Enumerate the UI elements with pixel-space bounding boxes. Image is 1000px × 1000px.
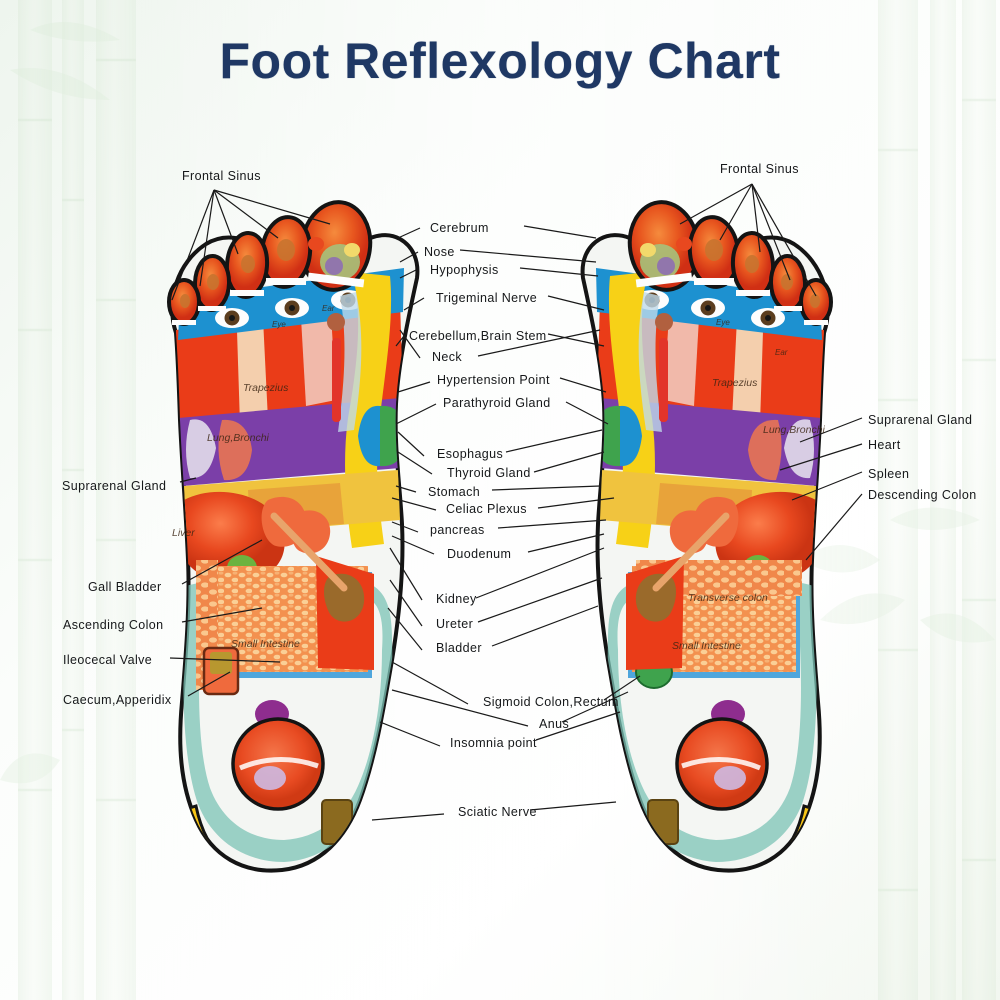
label-ileocecal-valve: Ileocecal Valve bbox=[63, 653, 153, 667]
label-gall-bladder: Gall Bladder bbox=[88, 580, 162, 594]
label-hypertension-point: Hypertension Point bbox=[437, 373, 550, 387]
label-anus: Anus bbox=[539, 717, 570, 731]
inner-label-lung-bronchi-right: Lung,Bronchi bbox=[763, 424, 825, 436]
left-foot-graphic[interactable] bbox=[167, 198, 420, 914]
label-insomnia-point: Insomnia point bbox=[450, 736, 537, 750]
inner-label-trapezius-left: Trapezius bbox=[243, 382, 289, 394]
label-parathyroid-gland: Parathyroid Gland bbox=[443, 396, 551, 410]
label-nose: Nose bbox=[424, 245, 455, 259]
label-neck: Neck bbox=[432, 350, 463, 364]
label-frontal-sinus-right: Frontal Sinus bbox=[720, 162, 799, 176]
inner-label-ear-left: Ear bbox=[322, 304, 335, 313]
label-descending-colon: Descending Colon bbox=[868, 488, 977, 502]
inner-label-eye-right: Eye bbox=[716, 318, 730, 327]
inner-label-lung-bronchi-left: Lung,Bronchi bbox=[207, 432, 269, 444]
label-bladder: Bladder bbox=[436, 641, 482, 655]
label-ureter: Ureter bbox=[436, 617, 474, 631]
label-esophagus: Esophagus bbox=[437, 447, 504, 461]
label-hypophysis: Hypophysis bbox=[430, 263, 499, 277]
label-sigmoid-colon-rectum: Sigmoid Colon,Rectum bbox=[483, 695, 619, 709]
inner-label-ear-right: Ear bbox=[775, 348, 788, 357]
label-suprarenal-gland-right: Suprarenal Gland bbox=[868, 413, 973, 427]
inner-label-eye-left: Eye bbox=[272, 320, 286, 329]
label-kidney: Kidney bbox=[436, 592, 477, 606]
label-suprarenal-gland-left: Suprarenal Gland bbox=[62, 479, 167, 493]
label-frontal-sinus-left: Frontal Sinus bbox=[182, 169, 261, 183]
right-foot-graphic[interactable] bbox=[580, 198, 833, 914]
inner-label-small-intestine-right: Small Intestine bbox=[672, 640, 741, 652]
label-ascending-colon: Ascending Colon bbox=[63, 618, 164, 632]
page-title: Foot Reflexology Chart bbox=[219, 33, 781, 89]
inner-label-liver: Liver bbox=[172, 527, 195, 539]
inner-label-trapezius-right: Trapezius bbox=[712, 377, 758, 389]
label-caecum-appendix: Caecum,Apperidix bbox=[63, 693, 172, 707]
label-cerebellum-brain-stem: Cerebellum,Brain Stem bbox=[409, 329, 547, 343]
label-celiac-plexus: Celiac Plexus bbox=[446, 502, 527, 516]
label-cerebrum: Cerebrum bbox=[430, 221, 489, 235]
label-duodenum: Duodenum bbox=[447, 547, 512, 561]
label-sciatic-nerve: Sciatic Nerve bbox=[458, 805, 537, 819]
inner-label-small-intestine-left: Small Intestine bbox=[231, 638, 300, 650]
label-spleen: Spleen bbox=[868, 467, 910, 481]
inner-label-transverse-colon: Transverse colon bbox=[688, 592, 768, 604]
label-heart: Heart bbox=[868, 438, 901, 452]
label-stomach: Stomach bbox=[428, 485, 481, 499]
label-pancreas: pancreas bbox=[430, 523, 485, 537]
leader-lines bbox=[169, 183, 863, 821]
label-thyroid-gland: Thyroid Gland bbox=[447, 466, 531, 480]
label-trigeminal-nerve: Trigeminal Nerve bbox=[436, 291, 538, 305]
